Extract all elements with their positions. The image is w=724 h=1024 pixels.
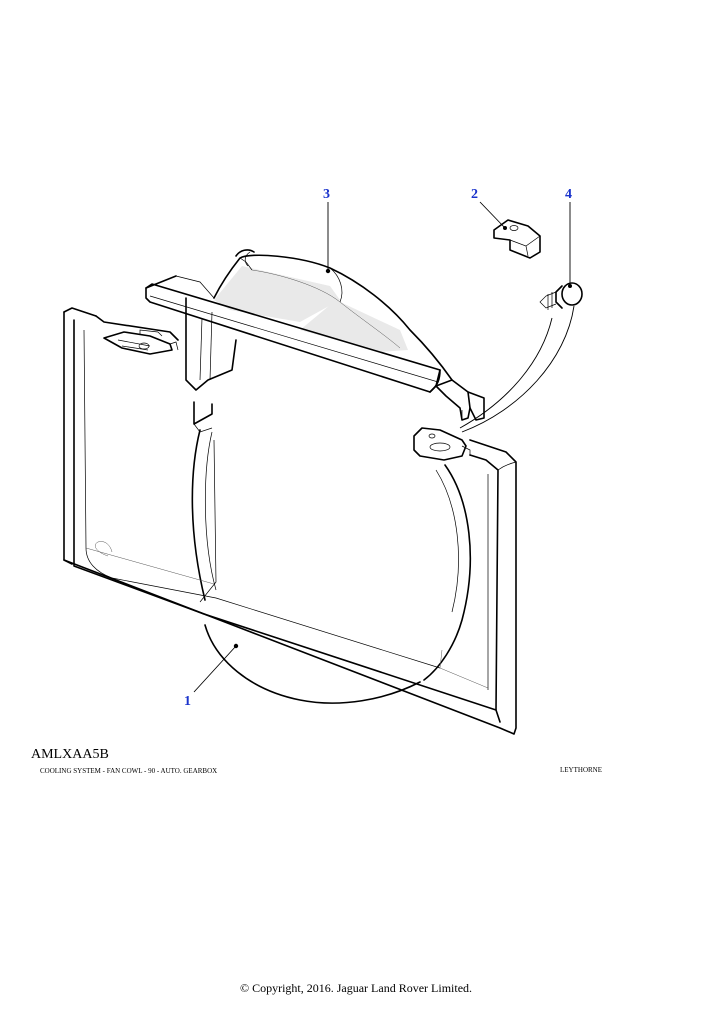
callout-label-3: 3	[323, 187, 330, 202]
callout-label-4: 4	[565, 187, 572, 202]
callout-1: 1	[184, 645, 237, 709]
assembly-path-lines	[459, 305, 575, 433]
part-4-screw	[539, 282, 583, 310]
part-2-clip-nut	[493, 219, 541, 259]
callout-label-1: 1	[184, 694, 191, 709]
illustration-description: COOLING SYSTEM - FAN COWL - 90 - AUTO. G…	[40, 767, 218, 775]
callout-3: 3	[323, 187, 330, 271]
part-3-upper-cowl	[145, 249, 485, 421]
callout-label-2: 2	[471, 187, 478, 202]
callout-2: 2	[471, 187, 506, 229]
copyright-notice: © Copyright, 2016. Jaguar Land Rover Lim…	[239, 981, 473, 995]
plant-name: LEYTHORNE	[560, 766, 602, 774]
part-1-fan-cowl	[63, 307, 517, 735]
illustration-code: AMLXAA5B	[31, 747, 109, 762]
callout-4: 4	[565, 187, 572, 286]
